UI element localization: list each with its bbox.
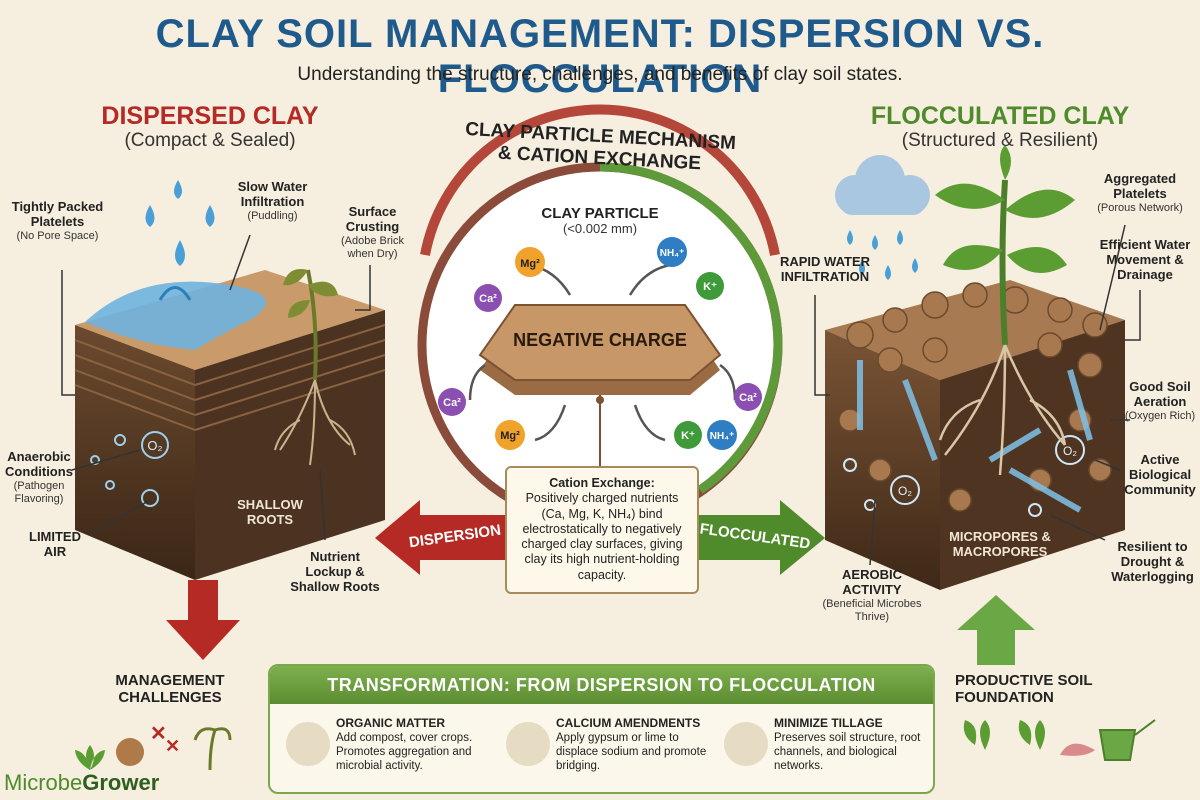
flocculated-heading: FLOCCULATED CLAY bbox=[870, 102, 1130, 130]
flocculated-soil-block: O₂ O₂ bbox=[825, 145, 1125, 590]
foundation-arrow bbox=[957, 595, 1035, 665]
logo: MicrobeGrower bbox=[4, 770, 160, 795]
dispersion-arrow bbox=[375, 500, 520, 575]
page-subtitle: Understanding the structure, challenges,… bbox=[297, 64, 903, 85]
tiller-icon bbox=[724, 722, 768, 766]
clay-particle-graphic bbox=[478, 304, 722, 395]
label-resilient: Resilient to Drought & Waterlogging bbox=[1111, 539, 1194, 584]
dispersed-subheading: (Compact & Sealed) bbox=[124, 130, 296, 151]
label-aggregated-platelets: Aggregated Platelets(Porous Network) bbox=[1097, 171, 1183, 214]
k-ion-bottom: K⁺ bbox=[674, 421, 702, 449]
productive-foundation-label: PRODUCTIVE SOIL FOUNDATION bbox=[955, 672, 1093, 707]
cation-exchange-box: Cation Exchange: Positively charged nutr… bbox=[505, 466, 699, 594]
svg-text:✕: ✕ bbox=[150, 723, 167, 745]
label-efficient-water: Efficient Water Movement & Drainage bbox=[1099, 237, 1191, 282]
logo-leaf-icon bbox=[75, 745, 105, 770]
label-aerobic-activity: AEROBIC ACTIVITY(Beneficial Microbes Thr… bbox=[822, 567, 922, 623]
svg-text:Mg²: Mg² bbox=[520, 258, 540, 270]
flocculated-subheading: (Structured & Resilient) bbox=[901, 130, 1099, 151]
dispersed-heading: DISPERSED CLAY bbox=[101, 102, 319, 130]
ca-ion-right: Ca² bbox=[734, 383, 762, 411]
label-rapid-infiltration: RAPID WATER INFILTRATION bbox=[779, 254, 871, 284]
svg-text:Ca²: Ca² bbox=[479, 293, 497, 305]
svg-text:K⁺: K⁺ bbox=[703, 281, 717, 293]
label-surface-crusting: Surface Crusting(Adobe Brick when Dry) bbox=[341, 204, 404, 260]
mg-ion-bottom: Mg² bbox=[495, 420, 525, 450]
label-biological-community: Active Biological Community bbox=[1124, 452, 1196, 497]
label-pores: MICROPORES & MACROPORES bbox=[949, 529, 1051, 559]
flocculated-arrow bbox=[690, 500, 825, 575]
label-tight-platelets: Tightly Packed Platelets(No Pore Space) bbox=[11, 199, 104, 242]
transformation-title: TRANSFORMATION: FROM DISPERSION TO FLOCC… bbox=[270, 666, 933, 704]
k-ion-top: K⁺ bbox=[696, 272, 724, 300]
svg-text:NH₄⁺: NH₄⁺ bbox=[710, 431, 735, 442]
dispersed-soil-block: O₂ bbox=[74, 180, 386, 580]
management-challenges-label: MANAGEMENT CHALLENGES bbox=[115, 672, 225, 707]
label-shallow-roots: SHALLOW ROOTS bbox=[237, 497, 303, 527]
label-slow-infiltration: Slow Water Infiltration(Puddling) bbox=[237, 179, 308, 222]
transformation-panel: TRANSFORMATION: FROM DISPERSION TO FLOCC… bbox=[268, 664, 935, 794]
minimize-tillage-item: MINIMIZE TILLAGE Preserves soil structur… bbox=[720, 716, 930, 786]
svg-text:Ca²: Ca² bbox=[443, 397, 461, 409]
gypsum-bag-icon bbox=[506, 722, 550, 766]
label-nutrient-lockup: Nutrient Lockup & Shallow Roots bbox=[290, 549, 380, 594]
ca-ion-top: Ca² bbox=[474, 284, 502, 312]
svg-text:O₂: O₂ bbox=[147, 438, 162, 453]
page-title: CLAY SOIL MANAGEMENT: DISPERSION VS. FLO… bbox=[155, 12, 1045, 101]
negative-charge-label: NEGATIVE CHARGE bbox=[513, 330, 687, 350]
svg-text:O₂: O₂ bbox=[1063, 444, 1077, 458]
svg-text:NH₄⁺: NH₄⁺ bbox=[660, 248, 685, 259]
compost-icon bbox=[286, 722, 330, 766]
svg-text:K⁺: K⁺ bbox=[681, 430, 695, 442]
nh4-ion-bottom: NH₄⁺ bbox=[707, 420, 737, 450]
label-soil-aeration: Good Soil Aeration(Oxygen Rich) bbox=[1124, 379, 1196, 422]
svg-text:✕: ✕ bbox=[165, 736, 180, 756]
organic-matter-item: ORGANIC MATTER Add compost, cover crops.… bbox=[282, 716, 492, 786]
label-anaerobic: Anaerobic Conditions(Pathogen Flavoring) bbox=[5, 449, 73, 505]
svg-text:O₂: O₂ bbox=[898, 484, 912, 498]
svg-text:Ca²: Ca² bbox=[739, 392, 757, 404]
nh4-ion-top: NH₄⁺ bbox=[657, 237, 687, 267]
calcium-amendments-item: CALCIUM AMENDMENTS Apply gypsum or lime … bbox=[502, 716, 712, 786]
mg-ion-top: Mg² bbox=[515, 247, 545, 277]
svg-text:Mg²: Mg² bbox=[500, 430, 520, 442]
clay-particle-label: CLAY PARTICLE(<0.002 mm) bbox=[541, 205, 659, 237]
circle-arc-top bbox=[420, 104, 780, 256]
challenge-arrow bbox=[166, 580, 240, 660]
challenge-icons: ✕ ✕ bbox=[116, 723, 232, 771]
foundation-icons bbox=[963, 719, 1156, 761]
ca-ion-bottom: Ca² bbox=[438, 388, 466, 416]
label-limited-air: LIMITED AIR bbox=[29, 529, 81, 559]
